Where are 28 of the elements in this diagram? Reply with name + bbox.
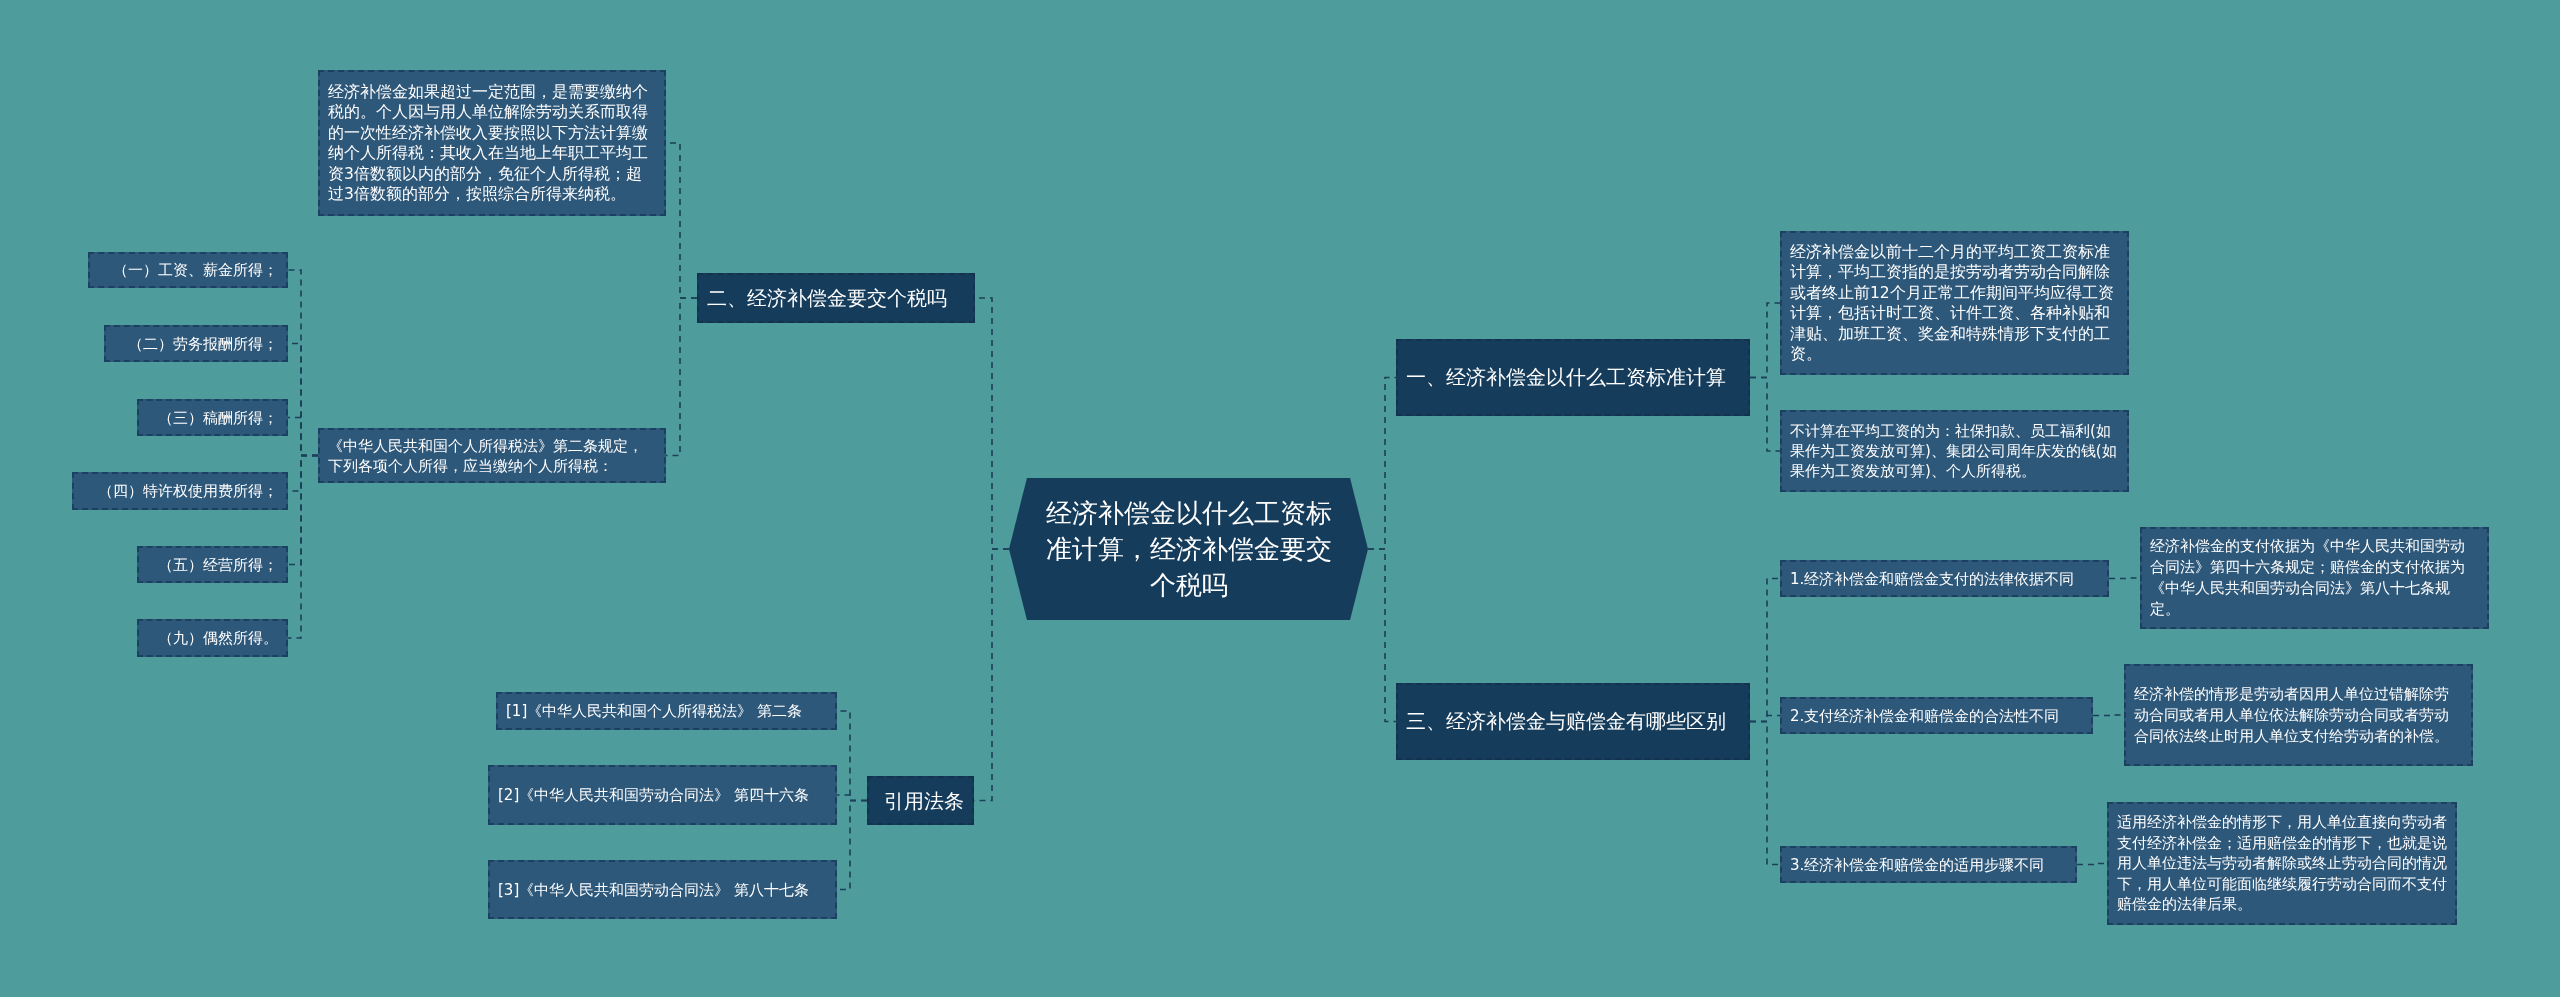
topic-box: 二、经济补偿金要交个税吗 xyxy=(697,273,975,323)
text-box: 经济补偿金如果超过一定范围，是需要缴纳个税的。个人因与用人单位解除劳动关系而取得的一次性经济补偿收入要按照以下方法计算缴纳个人所得税：其收入在当地上年职工平均工资3倍数额以内的部分，免征个人所得税；超过3倍数额的部分，按照综合所得来纳税。 xyxy=(318,70,666,216)
reference-box: [2]《中华人民共和国劳动合同法》 第四十六条 xyxy=(488,765,837,825)
item-box: （五）经营所得； xyxy=(137,546,288,583)
topic-box: 引用法条 xyxy=(867,776,974,825)
subtopic-box: 2.支付经济补偿金和赔偿金的合法性不同 xyxy=(1780,697,2093,734)
item-box: （一）工资、薪金所得； xyxy=(88,252,288,288)
text-box: 不计算在平均工资的为：社保扣款、员工福利(如果作为工资发放可算)、集团公司周年庆发的钱(如果作为工资发放可算)、个人所得税。 xyxy=(1780,410,2129,492)
item-box: （二）劳务报酬所得； xyxy=(104,325,288,362)
text-box: 适用经济补偿金的情形下，用人单位直接向劳动者支付经济补偿金；适用赔偿金的情形下，也就是说用人单位违法与劳动者解除或终止劳动合同的情况下，用人单位可能面临继续履行劳动合同而不支付赔偿金的法律后果。 xyxy=(2107,802,2457,925)
connector-line xyxy=(1367,548,1397,723)
connector-line xyxy=(1749,376,1781,452)
item-box: （四）特许权使用费所得； xyxy=(72,472,288,510)
topic-box: 一、经济补偿金以什么工资标准计算 xyxy=(1396,339,1750,416)
reference-box: [3]《中华人民共和国劳动合同法》 第八十七条 xyxy=(488,860,837,919)
text-box: 《中华人民共和国个人所得税法》第二条规定，下列各项个人所得，应当缴纳个人所得税： xyxy=(318,428,666,483)
item-box: （三）稿酬所得； xyxy=(137,399,288,436)
item-box: （九）偶然所得。 xyxy=(137,619,288,657)
connector-line xyxy=(287,454,319,639)
central-topic: 经济补偿金以什么工资标准计算，经济补偿金要交个税吗 xyxy=(1009,478,1368,620)
text-box: 经济补偿金以前十二个月的平均工资工资标准计算，平均工资指的是按劳动者劳动合同解除或者终止前12个月正常工作期间平均应得工资计算，包括计时工资、计件工资、各种补贴和津贴、加班工资、奖金和特殊情形下支付的工资。 xyxy=(1780,231,2129,375)
text-box: 经济补偿的情形是劳动者因用人单位过错解除劳动合同或者用人单位依法解除劳动合同或者劳动合同依法终止时用人单位支付给劳动者的补偿。 xyxy=(2124,664,2473,766)
subtopic-box: 3.经济补偿金和赔偿金的适用步骤不同 xyxy=(1780,846,2077,883)
subtopic-box: 1.经济补偿金和赔偿金支付的法律依据不同 xyxy=(1780,560,2109,597)
reference-box: [1]《中华人民共和国个人所得税法》 第二条 xyxy=(496,692,837,730)
connector-line xyxy=(1749,720,1781,866)
text-box: 经济补偿金的支付依据为《中华人民共和国劳动合同法》第四十六条规定；赔偿金的支付依据为《中华人民共和国劳动合同法》第八十七条规定。 xyxy=(2140,527,2489,629)
topic-box: 三、经济补偿金与赔偿金有哪些区别 xyxy=(1396,683,1750,760)
